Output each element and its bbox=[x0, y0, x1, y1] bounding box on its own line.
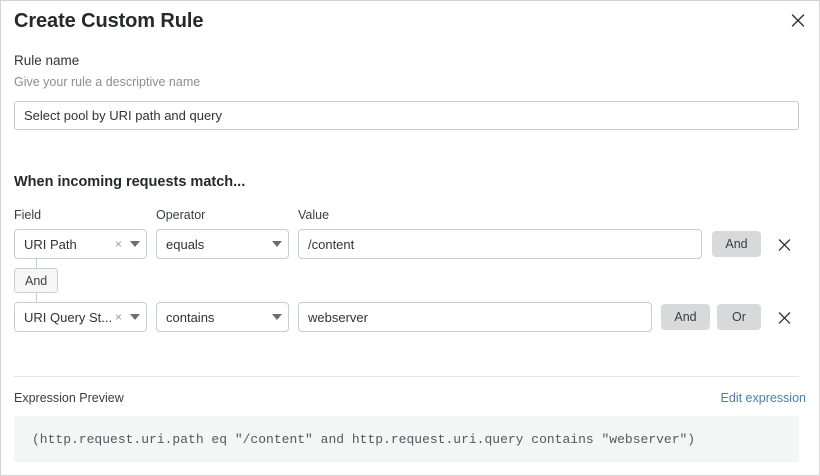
column-header-value: Value bbox=[298, 208, 330, 222]
chevron-down-icon-field-row-1 bbox=[130, 241, 140, 247]
close-icon-row-1 bbox=[778, 238, 790, 251]
chevron-down-icon-field-row-2 bbox=[130, 314, 140, 320]
column-header-field: Field bbox=[14, 208, 42, 222]
chevron-down-icon-operator-row-2 bbox=[272, 314, 282, 320]
or-button-row-2[interactable]: Or bbox=[717, 304, 761, 330]
value-input-row-2[interactable] bbox=[298, 302, 652, 332]
field-select-row-2[interactable]: URI Query St... × bbox=[14, 302, 147, 332]
and-button-row-2[interactable]: And bbox=[661, 304, 710, 330]
clear-icon-row-2[interactable]: × bbox=[114, 310, 122, 324]
chevron-down-icon-operator-row-1 bbox=[272, 241, 282, 247]
delete-row-button-row-1[interactable] bbox=[770, 229, 798, 259]
page-title: Create Custom Rule bbox=[14, 10, 204, 32]
operator-select-value-row-1: equals bbox=[166, 236, 205, 252]
operator-select-row-1[interactable]: equals bbox=[156, 229, 289, 259]
close-icon-row-2 bbox=[778, 311, 790, 324]
expression-preview-label: Expression Preview bbox=[14, 391, 124, 405]
close-glyph bbox=[791, 14, 805, 27]
field-select-value-row-1: URI Path bbox=[24, 236, 77, 252]
divider bbox=[14, 376, 799, 377]
column-header-operator: Operator bbox=[156, 208, 206, 222]
operator-select-value-row-2: contains bbox=[166, 309, 215, 325]
field-select-value-row-2: URI Query St... bbox=[24, 309, 113, 325]
and-button-row-1[interactable]: And bbox=[712, 231, 761, 257]
rule-name-input[interactable] bbox=[14, 101, 799, 130]
conditions-heading: When incoming requests match... bbox=[14, 174, 246, 190]
connector-line-bottom bbox=[36, 292, 37, 302]
expression-preview-box: (http.request.uri.path eq "/content" and… bbox=[14, 416, 799, 462]
delete-row-button-row-2[interactable] bbox=[770, 302, 798, 332]
rule-name-helper-text: Give your rule a descriptive name bbox=[14, 75, 201, 89]
operator-select-row-2[interactable]: contains bbox=[156, 302, 289, 332]
clear-icon-row-1[interactable]: × bbox=[114, 237, 122, 251]
expression-preview-code: (http.request.uri.path eq "/content" and… bbox=[32, 431, 696, 447]
connector-and-badge[interactable]: And bbox=[14, 268, 59, 293]
condition-row: URI Query St... × contains And Or bbox=[1, 302, 819, 332]
rule-name-label: Rule name bbox=[14, 53, 80, 68]
field-select-row-1[interactable]: URI Path × bbox=[14, 229, 147, 259]
condition-row: URI Path × equals And bbox=[1, 229, 819, 259]
connector-line-top bbox=[36, 259, 37, 269]
value-input-row-1[interactable] bbox=[298, 229, 702, 259]
edit-expression-link[interactable]: Edit expression bbox=[720, 391, 806, 405]
close-icon[interactable] bbox=[785, 7, 811, 33]
